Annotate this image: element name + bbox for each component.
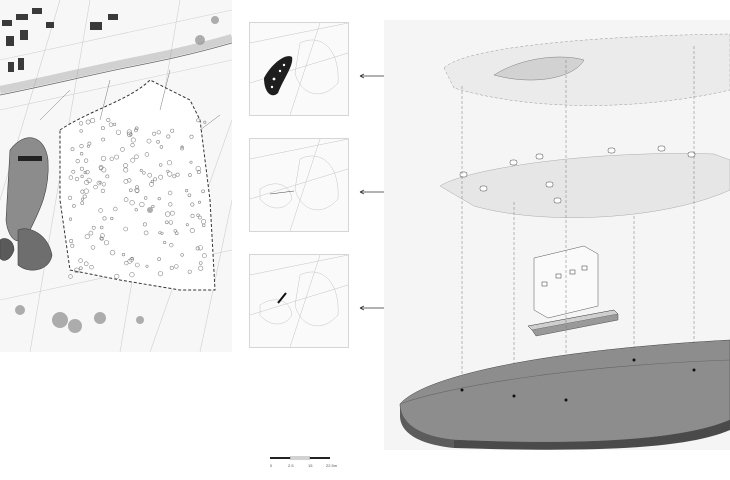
phase-thumbnail-1: [249, 22, 349, 116]
scale-bar: 0 2.5 15 22.5m: [270, 455, 350, 471]
phase-thumbnail-2: [249, 138, 349, 232]
phase-thumbnail-3: [249, 254, 349, 348]
scale-label-3: 22.5m: [326, 463, 338, 468]
scale-label-2: 15: [308, 463, 313, 468]
site-plan: [0, 0, 232, 352]
exploded-axonometric: [384, 20, 730, 450]
scale-label-0: 0: [270, 463, 273, 468]
scale-label-1: 2.5: [288, 463, 294, 468]
